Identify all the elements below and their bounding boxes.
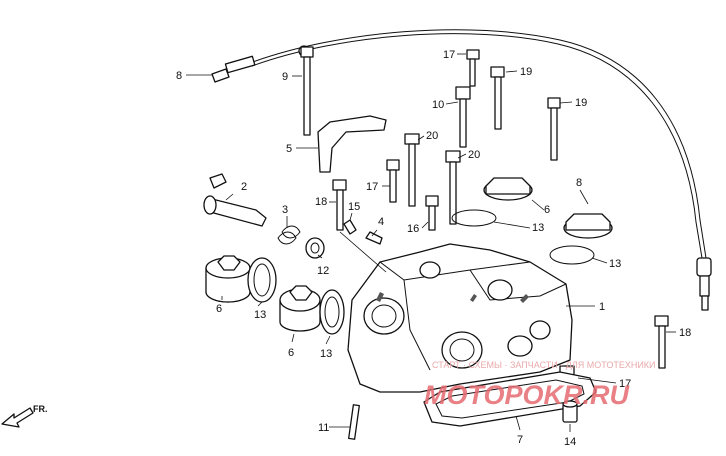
dowel-pin-11 [348, 404, 360, 440]
front-label: FR. [33, 404, 48, 414]
cylinder-head-cover [347, 243, 573, 393]
watermark-brand: MOTOPOKR.RU [424, 380, 631, 410]
callout-18: 18 [315, 196, 327, 208]
callout-17: 17 [366, 181, 378, 193]
callout-20: 20 [468, 149, 480, 161]
callout-13: 13 [609, 258, 621, 270]
callout-6: 6 [288, 347, 294, 359]
callout-3: 3 [282, 204, 288, 216]
cover-gasket [423, 371, 597, 427]
bolt-18-left [332, 179, 347, 231]
bolt-16 [425, 195, 439, 231]
callout-6: 6 [544, 204, 550, 216]
callout-13: 13 [320, 348, 332, 360]
pin-4 [365, 231, 383, 245]
cable-bracket [317, 115, 387, 173]
bolt-9 [300, 46, 314, 136]
callout-8: 8 [176, 70, 182, 82]
callout-18: 18 [679, 327, 691, 339]
callout-14: 14 [564, 436, 576, 448]
callout-11: 11 [318, 422, 329, 434]
cap-6-lower-right [549, 213, 613, 265]
oring-13-center [319, 289, 345, 335]
oring-13-lower [549, 245, 595, 265]
callout-7: 7 [517, 434, 523, 446]
bolt-20-b [445, 150, 461, 225]
oil-seal [305, 237, 325, 259]
screw-15 [343, 219, 357, 235]
cap-6-center [279, 285, 321, 332]
bolt-10 [455, 86, 471, 148]
return-spring [277, 225, 301, 245]
oring-13-left [247, 257, 277, 303]
bolt-20-a [404, 133, 420, 207]
callout-13: 13 [254, 309, 266, 321]
callout-19: 19 [520, 66, 532, 78]
oring-13-upper [451, 209, 497, 227]
cap-6-left [205, 255, 251, 303]
callout-4: 4 [378, 216, 384, 228]
callout-19: 19 [575, 97, 587, 109]
callout-16: 16 [407, 223, 419, 235]
callout-9: 9 [282, 71, 288, 83]
dowel-14 [562, 400, 578, 423]
callout-20: 20 [426, 130, 438, 142]
callout-6: 6 [216, 303, 222, 315]
callout-10: 10 [432, 99, 444, 111]
callout-17: 17 [443, 49, 455, 61]
bolt-18-right [654, 315, 669, 369]
callout-13: 13 [532, 222, 544, 234]
bolt-19-a [490, 66, 505, 130]
callout-2: 2 [241, 181, 247, 193]
callout-1: 1 [599, 301, 605, 313]
bolt-17-top [466, 49, 480, 87]
callout-8: 8 [576, 177, 582, 189]
callout-12: 12 [317, 265, 329, 277]
decompressor-shaft [203, 173, 267, 227]
leader-lines [186, 53, 676, 432]
callout-labels: 8 9 5 2 3 4 15 12 18 17 16 20 20 10 17 1… [176, 49, 691, 448]
watermark: СТАРТ · СХЕМЫ · ЗАПЧАСТИ · ДЛЯ МОТОТЕХНИ… [424, 360, 656, 410]
front-direction-arrow: FR. [1, 404, 48, 428]
callout-5: 5 [286, 143, 292, 155]
bolt-17-mid [386, 159, 400, 203]
cap-6-upper-right [451, 177, 533, 227]
bolt-19-b [547, 97, 561, 161]
callout-17: 17 [619, 378, 631, 390]
watermark-text: СТАРТ · СХЕМЫ · ЗАПЧАСТИ · ДЛЯ МОТОТЕХНИ… [432, 360, 656, 370]
cable-assembly [211, 29, 712, 311]
callout-15: 15 [348, 201, 360, 213]
